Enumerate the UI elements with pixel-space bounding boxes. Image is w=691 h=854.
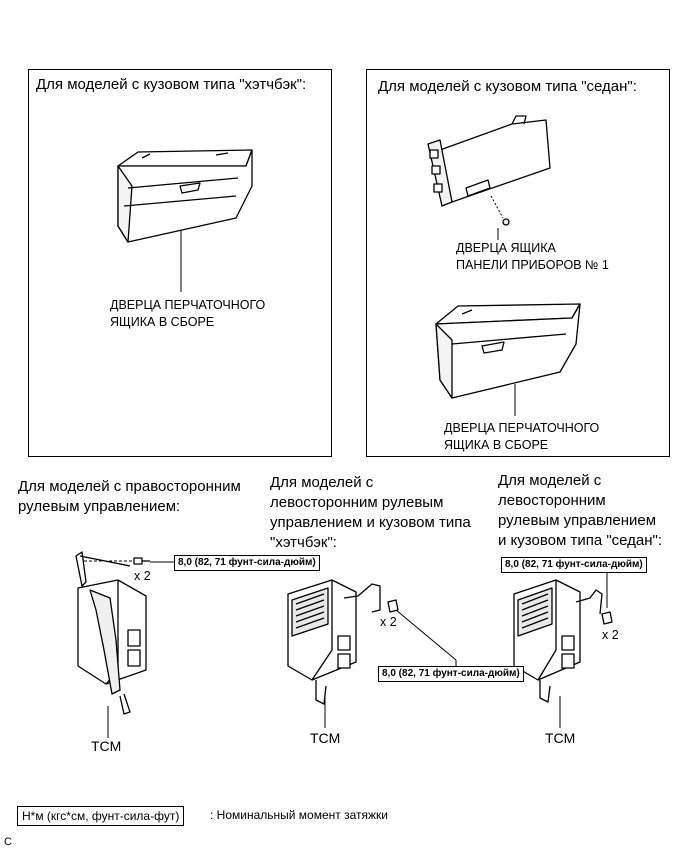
sedan-part-label: ДВЕРЦА ПЕРЧАТОЧНОГО ЯЩИКА В СБОРЕ [444,421,600,452]
rhd-qty: x 2 [134,569,151,583]
tcm-lhd-sedan-illustration [513,579,613,703]
rhd-torque-box: 8,0 (82, 71 фунт-сила-дюйм) [174,555,320,571]
hatchback-part-label: ДВЕРЦА ПЕРЧАТОЧНОГО ЯЩИКА В СБОРЕ [110,298,266,329]
lhd-sedan-torque-box: 8,0 (82, 71 фунт-сила-дюйм) [501,557,647,573]
rhd-caption: Для моделей с правосторонним рулевым упр… [18,478,241,515]
lhd-sedan-tcm-label: TCM [545,730,576,746]
sedan-caption: Для моделей с кузовом типа "седан": [378,78,637,95]
footer-code: C [4,836,12,848]
lhd-hatchback-caption: Для моделей с левосторонним рулевым упра… [270,474,471,551]
sedan-door-label: ДВЕРЦА ЯЩИКА ПАНЕЛИ ПРИБОРОВ № 1 [456,241,609,272]
lhd-hatchback-torque-box: 8,0 (82, 71 фунт-сила-дюйм) [378,666,524,682]
tcm-lhd-hatchback-illustration [287,579,381,705]
sedan-door-illustration [427,115,551,226]
hatchback-caption: Для моделей с кузовом типа "хэтчбэк": [36,76,307,93]
rhd-tcm-label: TCM [91,738,122,754]
lhd-hatchback-qty: x 2 [380,615,397,629]
hatchback-glove-box-illustration [117,149,253,243]
torque-unit-legend-box: Н*м (кгс*см, фунт-сила-фут) [17,806,185,826]
sedan-glove-box-illustration [435,303,581,399]
hatchback-panel [28,69,332,457]
torque-legend-description: : Номинальный момент затяжки [210,808,388,822]
lhd-sedan-qty: x 2 [602,628,619,642]
tcm-rhd-illustration [75,551,150,715]
lhd-hatchback-tcm-label: TCM [310,730,341,746]
lhd-sedan-caption: Для моделей с левосторонним рулевым упра… [498,472,663,549]
